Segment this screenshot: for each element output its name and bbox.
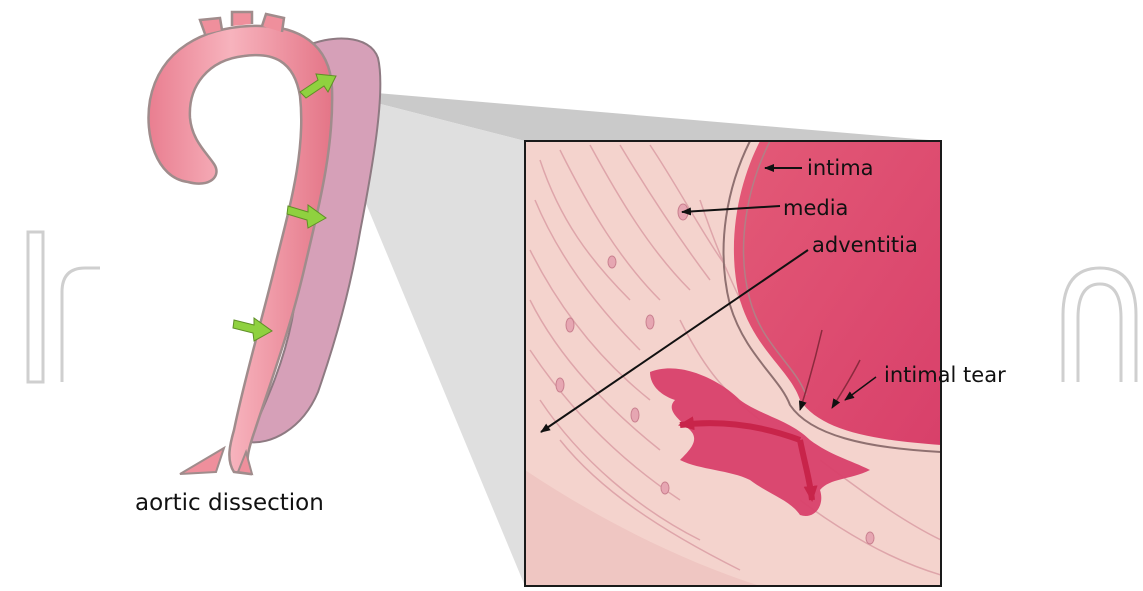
intima-label: intima (807, 156, 874, 180)
media-label: media (783, 196, 848, 220)
aorta-illustration (149, 12, 381, 474)
intimal-tear-label: intimal tear (884, 363, 1006, 387)
adventitia-label: adventitia (812, 233, 918, 257)
diagram-caption: aortic dissection (135, 490, 324, 516)
histology-cross-section (525, 141, 941, 586)
